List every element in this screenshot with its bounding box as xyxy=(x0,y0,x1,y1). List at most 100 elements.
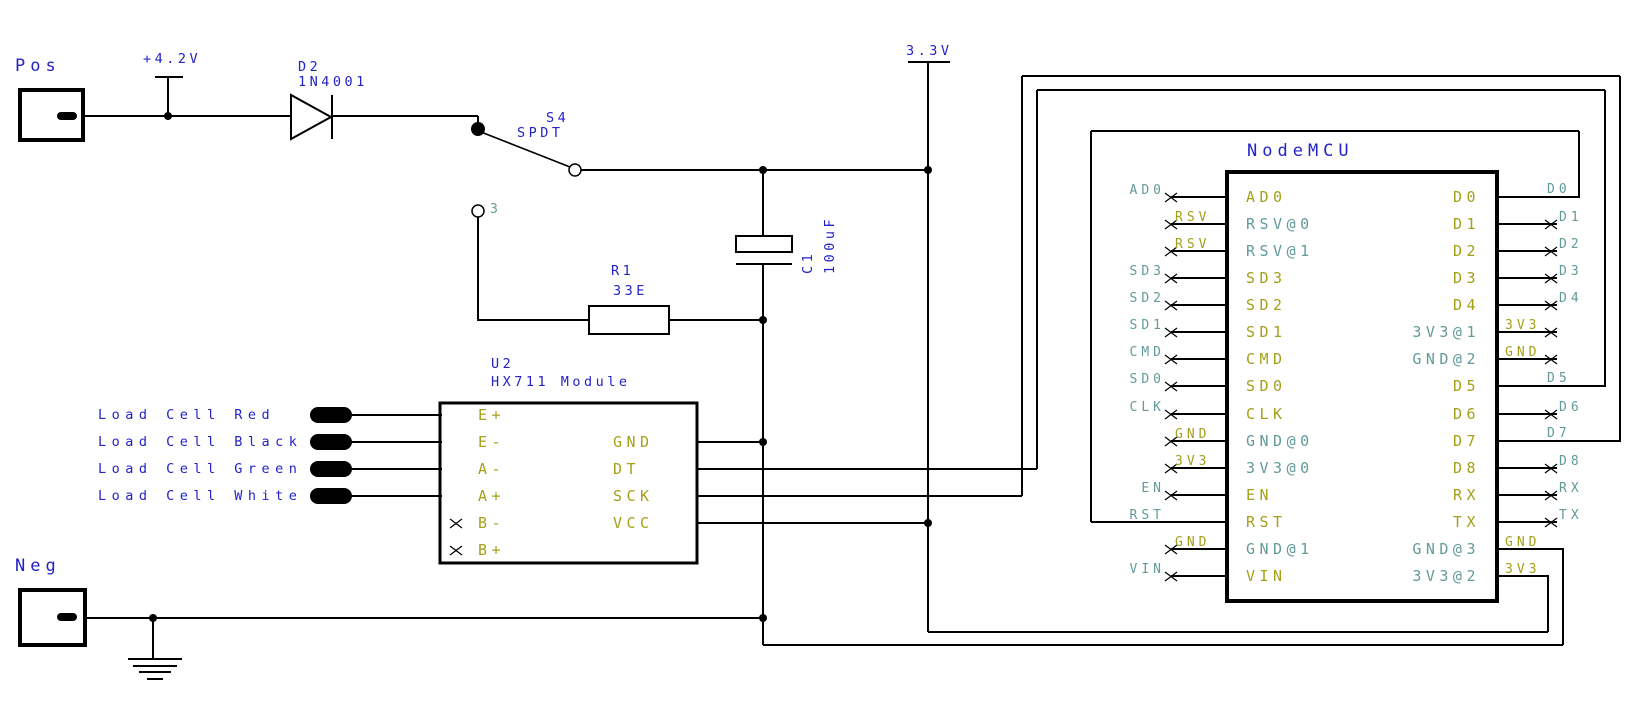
switch-pole xyxy=(471,122,485,136)
nodemcu-pin-CLK: CLK xyxy=(1246,405,1287,423)
no-connect-x-D6 xyxy=(1544,409,1558,420)
net-label-SD1: SD1 xyxy=(1129,318,1165,333)
r1-ref: R1 xyxy=(611,263,635,279)
nodemcu-pin-RSV@0: RSV@0 xyxy=(1246,215,1314,233)
no-connect-x-RSV@0 xyxy=(1164,219,1178,230)
net-label-CLK: CLK xyxy=(1129,400,1165,415)
hx711-box xyxy=(438,401,699,565)
neg-connector-label: Neg xyxy=(15,556,61,576)
switch-s4-symbol xyxy=(471,122,582,218)
hx711-right-wires xyxy=(697,441,1037,524)
net-label-GND@2: GND xyxy=(1505,345,1541,360)
nodemcu-pin-3V3@1: 3V3@1 xyxy=(1412,323,1480,341)
nodemcu-pin-GND@2: GND@2 xyxy=(1412,350,1480,368)
net-label-RST: RST xyxy=(1129,508,1165,523)
c1-value: 100uF xyxy=(822,215,838,274)
diode-d2-symbol xyxy=(290,93,479,141)
junction-dot xyxy=(759,316,767,324)
net-label-D1: D1 xyxy=(1559,210,1583,225)
no-connect-x-SD3 xyxy=(1164,273,1178,284)
nodemcu-pin-GND@3: GND@3 xyxy=(1412,540,1480,558)
loadcell-connector-3 xyxy=(310,488,352,504)
junction-dot xyxy=(924,166,932,174)
nodemcu-pin-3V3@2: 3V3@2 xyxy=(1412,567,1480,585)
positive-supply-wire xyxy=(85,76,291,117)
c1-label: C1 100uF xyxy=(797,182,841,274)
s4-value: SPDT xyxy=(517,125,564,141)
loadcell-connector-1 xyxy=(310,434,352,450)
nodemcu-pin-RST: RST xyxy=(1246,513,1287,531)
generated-pin-wires xyxy=(310,192,1621,582)
no-connect-x-SD0 xyxy=(1164,381,1178,392)
throw3-to-r1-wire xyxy=(477,217,763,321)
s4-ref: S4 xyxy=(546,110,570,126)
net-label-SD0: SD0 xyxy=(1129,372,1165,387)
net-label-3V3@2: 3V3 xyxy=(1505,562,1541,577)
nodemcu-pin-D6: D6 xyxy=(1452,405,1480,423)
ground-symbol xyxy=(128,618,182,680)
d2-ref: D2 xyxy=(298,59,322,75)
net-label-SD3: SD3 xyxy=(1129,264,1165,279)
net-label-CMD: CMD xyxy=(1129,345,1165,360)
neg-terminal xyxy=(57,613,77,621)
loadcell-label-1: Load Cell Black xyxy=(98,434,303,450)
loadcell-connector-2 xyxy=(310,461,352,477)
no-connect-x-SD2 xyxy=(1164,300,1178,311)
net-label-D5: D5 xyxy=(1547,371,1571,386)
nodemcu-pin-D5: D5 xyxy=(1452,377,1480,395)
nodemcu-pin-D4: D4 xyxy=(1452,296,1480,314)
loadcell-connector-0 xyxy=(310,407,352,423)
resistor-r1-symbol xyxy=(588,305,670,335)
r1-value: 33E xyxy=(613,283,648,299)
loadcell-label-0: Load Cell Red xyxy=(98,407,276,423)
nodemcu-pin-3V3@0: 3V3@0 xyxy=(1246,459,1314,477)
c1-positive-plate xyxy=(735,235,793,253)
junction-dot xyxy=(759,438,767,446)
pos-terminal xyxy=(57,112,77,120)
no-connect-x-TX xyxy=(1544,517,1558,528)
nodemcu-pin-AD0: AD0 xyxy=(1246,188,1287,206)
nodemcu-pin-CMD: CMD xyxy=(1246,350,1287,368)
nodemcu-pin-EN: EN xyxy=(1246,486,1274,504)
net-label-D3: D3 xyxy=(1559,264,1583,279)
supply-voltage-label: +4.2V xyxy=(143,51,202,67)
rail-voltage-label: 3.3V xyxy=(906,43,953,59)
hx711-pin-B+: B+ xyxy=(478,541,506,559)
net-label-VIN: VIN xyxy=(1129,562,1165,577)
junction-dots xyxy=(149,112,932,622)
nodemcu-pin-GND@1: GND@1 xyxy=(1246,540,1314,558)
no-connect-x-RX xyxy=(1544,490,1558,501)
nodemcu-title: NodeMCU xyxy=(1247,141,1354,161)
no-connect-x-D4 xyxy=(1544,300,1558,311)
no-connect-x-EN xyxy=(1164,490,1178,501)
hx711-pin-DT: DT xyxy=(613,460,641,478)
no-connect-x-D2 xyxy=(1544,246,1558,257)
connector-neg xyxy=(18,588,87,647)
gnd-return-run xyxy=(763,549,1564,646)
nodemcu-pin-SD1: SD1 xyxy=(1246,323,1287,341)
junction-dot xyxy=(924,519,932,527)
no-connect-x-B- xyxy=(449,518,463,529)
hx711-pin-E-: E- xyxy=(478,433,506,451)
pos-connector-label: Pos xyxy=(15,56,61,76)
nodemcu-pin-D0: D0 xyxy=(1452,188,1480,206)
switch-throw-1 xyxy=(568,163,582,177)
v33-rail xyxy=(908,61,1549,633)
net-label-D8: D8 xyxy=(1559,454,1583,469)
net-label-GND@1: GND xyxy=(1175,535,1211,550)
no-connect-x-SD1 xyxy=(1164,327,1178,338)
c1-ref: C1 xyxy=(800,250,816,274)
net-label-EN: EN xyxy=(1141,481,1165,496)
nodemcu-pin-D2: D2 xyxy=(1452,242,1480,260)
nodemcu-pin-RSV@1: RSV@1 xyxy=(1246,242,1314,260)
nodemcu-pin-D1: D1 xyxy=(1452,215,1480,233)
net-label-RX: RX xyxy=(1559,481,1583,496)
net-label-TX: TX xyxy=(1559,508,1583,523)
nodemcu-pin-GND@0: GND@0 xyxy=(1246,432,1314,450)
no-connect-x-D8 xyxy=(1544,463,1558,474)
nodemcu-pin-TX: TX xyxy=(1452,513,1480,531)
nodemcu-pin-RX: RX xyxy=(1452,486,1480,504)
switch-throw-3 xyxy=(471,204,485,218)
junction-dot xyxy=(149,614,157,622)
